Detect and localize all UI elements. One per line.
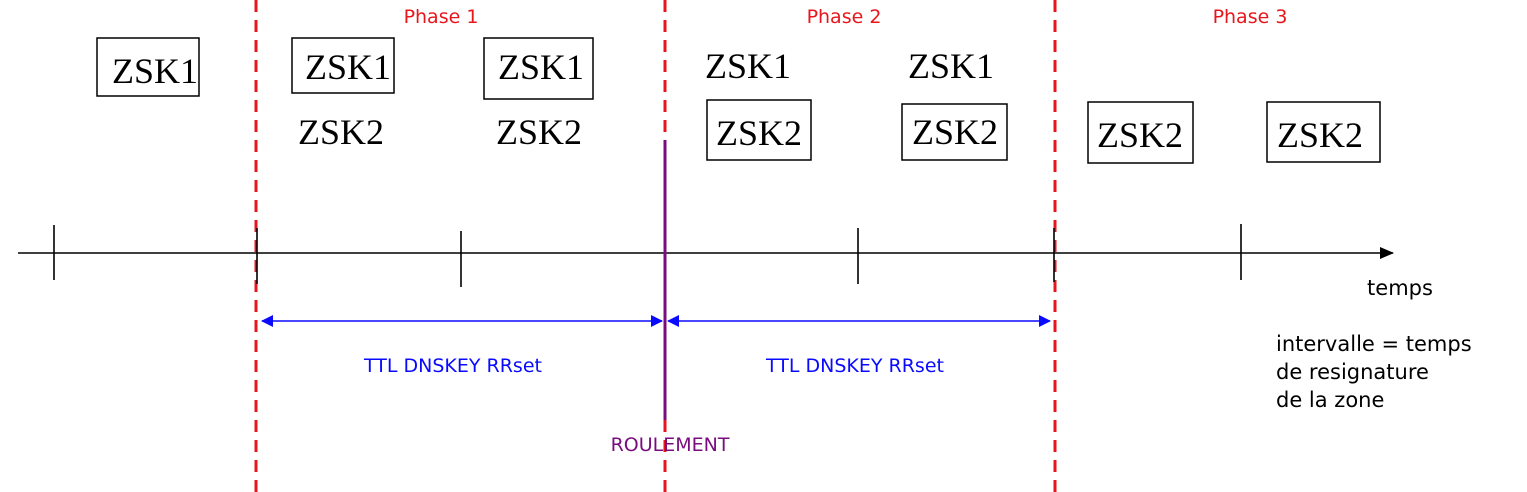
zsk1-label-3: ZSK1 [498, 47, 584, 87]
zsk2-label-2: ZSK2 [496, 112, 582, 152]
zsk2-label-6: ZSK2 [1277, 115, 1363, 155]
zsk1-box-3 [483, 37, 594, 100]
zsk2-box-5 [1087, 101, 1194, 164]
ttl-label-1: TTL DNSKEY RRset [363, 355, 542, 377]
phase-1-label: Phase 1 [404, 6, 479, 28]
zsk1-label-5: ZSK1 [908, 46, 994, 86]
note-line-3: de la zone [1276, 388, 1384, 412]
ttl-label-2: TTL DNSKEY RRset [765, 355, 944, 377]
phase-3-label: Phase 3 [1213, 6, 1288, 28]
zsk2-label-3: ZSK2 [716, 113, 802, 153]
zsk1-box-1 [96, 37, 200, 97]
note-line-1: intervalle = temps [1276, 332, 1472, 356]
zsk1-label-2: ZSK1 [305, 47, 391, 87]
zsk2-label-4: ZSK2 [912, 112, 998, 152]
axis-label: temps [1367, 276, 1433, 300]
zsk2-label-1: ZSK2 [298, 112, 384, 152]
note-line-2: de resignature [1276, 360, 1429, 384]
zsk2-label-5: ZSK2 [1097, 115, 1183, 155]
phase-2-label: Phase 2 [807, 6, 882, 28]
zsk2-box-3 [706, 99, 812, 161]
zsk1-box-2 [291, 37, 395, 94]
rollover-label: ROULEMENT [611, 434, 730, 456]
zsk1-label-1: ZSK1 [112, 51, 198, 91]
zsk1-label-4: ZSK1 [705, 46, 791, 86]
zsk2-box-4 [901, 103, 1008, 161]
zsk2-box-6 [1266, 101, 1381, 163]
